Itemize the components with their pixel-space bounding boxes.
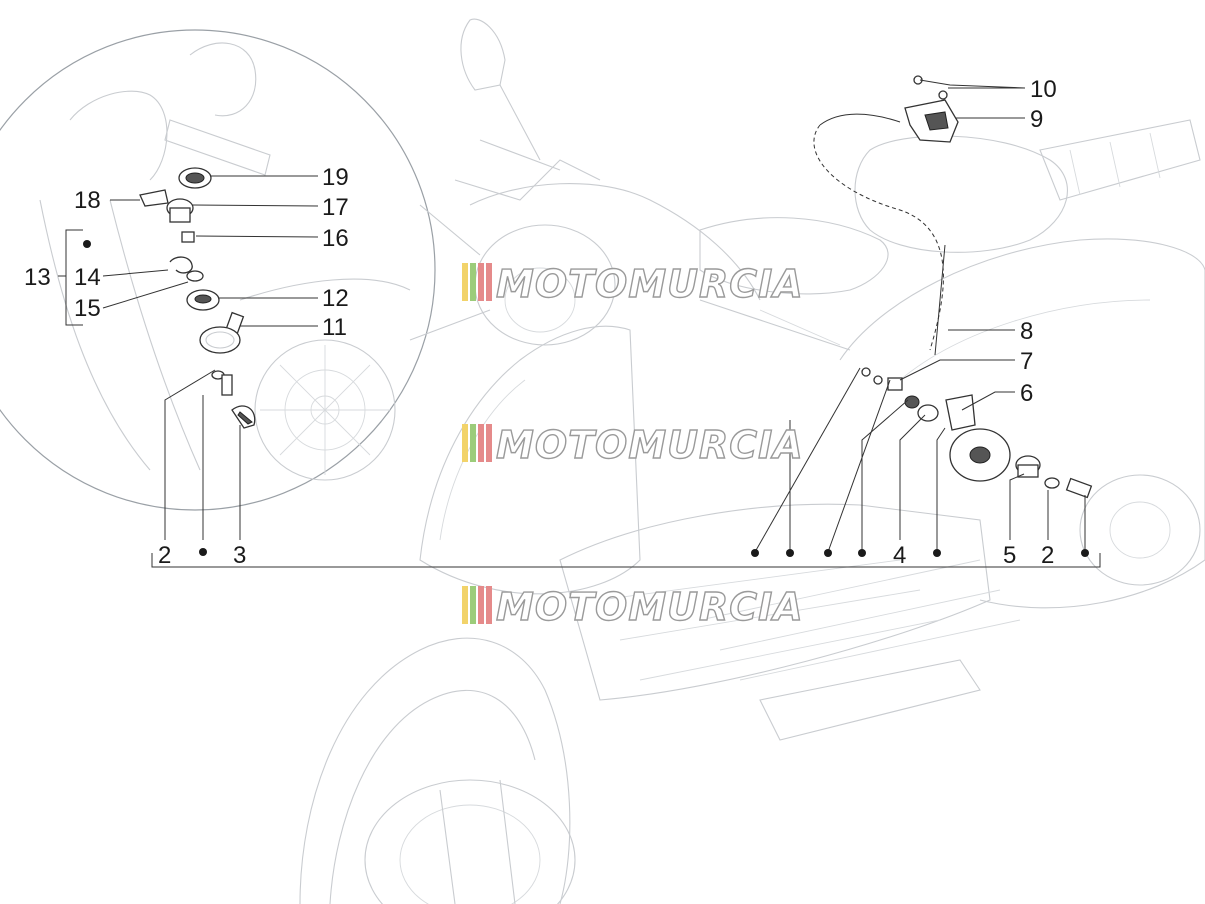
leader-lines	[58, 79, 1101, 568]
callout-7: 7	[1020, 348, 1033, 375]
callout-dot	[858, 549, 866, 557]
callout-8: 8	[1020, 318, 1033, 345]
callout-dot	[933, 549, 941, 557]
ignition-parts	[139, 167, 256, 429]
callout-9: 9	[1030, 106, 1043, 133]
callout-14: 14	[74, 264, 101, 291]
callout-12: 12	[322, 285, 349, 312]
callout-6: 6	[1020, 380, 1033, 407]
callout-15: 15	[74, 295, 101, 322]
callout-dot	[786, 549, 794, 557]
seat-lock-parts	[813, 75, 1093, 499]
callout-4: 4	[893, 542, 906, 569]
watermark-1: MOTOMURCIA	[462, 261, 804, 307]
callout-13: 13	[24, 264, 51, 291]
callout-17: 17	[322, 194, 349, 221]
callout-16: 16	[322, 225, 349, 252]
callout-19: 19	[322, 164, 349, 191]
callout-5: 5	[1003, 542, 1016, 569]
watermark-3: MOTOMURCIA	[462, 584, 804, 630]
callout-labels: 19 18 17 16 13 14 15 12 11 2 3 10 9 8 7 …	[24, 76, 1057, 569]
watermark-2: MOTOMURCIA	[462, 422, 804, 468]
callout-dot	[1081, 549, 1089, 557]
callout-dot	[83, 240, 91, 248]
watermark-text: MOTOMURCIA	[496, 423, 804, 467]
callout-dot	[824, 549, 832, 557]
callout-dot	[199, 548, 207, 556]
callout-2-right: 2	[1041, 542, 1054, 569]
callout-dot	[751, 549, 759, 557]
callout-2-left: 2	[158, 542, 171, 569]
scooter-outline	[299, 18, 1205, 904]
callout-18: 18	[74, 187, 101, 214]
callout-3: 3	[233, 542, 246, 569]
callout-10: 10	[1030, 76, 1057, 103]
watermark-text: MOTOMURCIA	[496, 262, 804, 306]
detail-magnifier	[0, 29, 491, 511]
watermark-text: MOTOMURCIA	[496, 585, 804, 629]
callout-11: 11	[322, 314, 347, 341]
